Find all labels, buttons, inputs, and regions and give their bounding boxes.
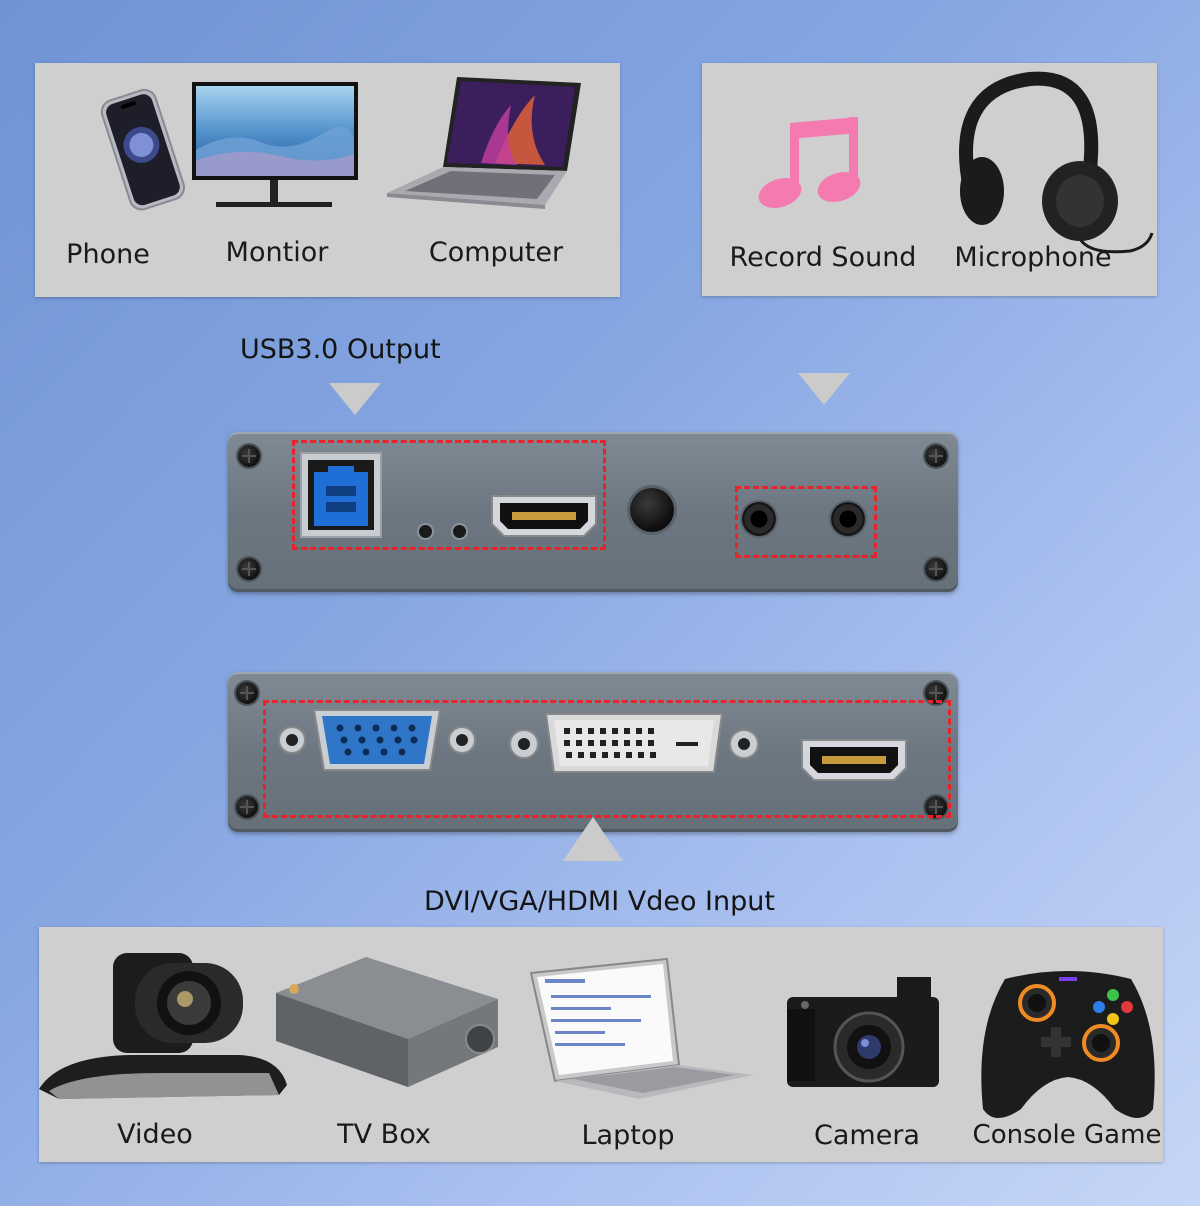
monitor-icon: [192, 82, 358, 207]
output-ports-highlight: [292, 440, 606, 550]
screw: [236, 796, 258, 818]
hdmi-output-port[interactable]: [490, 494, 598, 538]
gamepad-icon: [981, 971, 1155, 1118]
dvi-port[interactable]: [506, 712, 762, 774]
music-note-icon: [758, 117, 861, 208]
phone-icon: [100, 88, 186, 211]
screw: [236, 682, 258, 704]
tv-box-icon: [276, 957, 498, 1087]
hdmi-input-port[interactable]: [800, 738, 908, 782]
computer-label: Computer: [428, 237, 564, 268]
tv-box-label: TV Box: [337, 1119, 431, 1150]
laptop-icon: [529, 957, 753, 1099]
led-indicator: [419, 525, 432, 538]
output-devices-panel: Phone Montior Computer: [35, 63, 620, 297]
audio-jack[interactable]: [831, 502, 865, 536]
console-game-label: Console Game: [972, 1120, 1162, 1150]
usb-output-caption: USB3.0 Output: [240, 334, 441, 365]
camera-label: Camera: [814, 1120, 920, 1151]
headphones-icon: [959, 71, 1154, 254]
computer-icon: [387, 77, 581, 209]
screw: [925, 796, 947, 818]
ptz-camera-icon: [39, 953, 287, 1099]
vga-port[interactable]: [274, 706, 480, 774]
video-input-arrow: [563, 817, 623, 861]
capture-device-input-side: [228, 672, 958, 832]
usb-output-arrow: [329, 383, 381, 415]
audio-ports-highlight: [735, 486, 877, 558]
screw: [925, 558, 947, 580]
input-sources-panel: Video TV Box Laptop Camera Console Game: [39, 927, 1163, 1162]
audio-arrow: [798, 373, 850, 405]
capture-device-output-side: [228, 432, 958, 592]
led-indicator: [453, 525, 466, 538]
video-input-caption: DVI/VGA/HDMI Vdeo Input: [424, 886, 775, 917]
camera-icon: [787, 977, 939, 1087]
screw: [925, 682, 947, 704]
record-sound-label: Record Sound: [729, 242, 917, 273]
screw: [238, 558, 260, 580]
screw: [925, 445, 947, 467]
input-ports-highlight: [263, 700, 951, 818]
screw: [238, 445, 260, 467]
phone-label: Phone: [66, 239, 150, 270]
video-label: Video: [117, 1119, 193, 1150]
microphone-label: Microphone: [954, 242, 1112, 273]
power-button[interactable]: [630, 488, 674, 532]
monitor-label: Montior: [225, 237, 329, 268]
audio-jack[interactable]: [742, 502, 776, 536]
laptop-label: Laptop: [581, 1120, 675, 1151]
audio-devices-panel: Record Sound Microphone: [702, 63, 1157, 296]
usb3-port[interactable]: [300, 452, 382, 538]
